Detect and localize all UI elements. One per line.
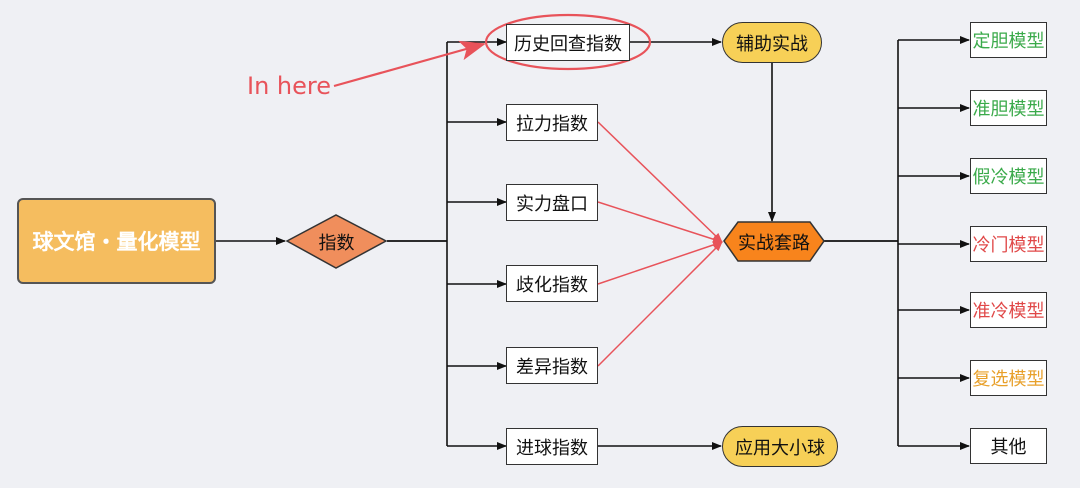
index-node-divergence[interactable]: 歧化指数 <box>506 265 598 302</box>
model-label: 假冷模型 <box>972 167 1045 188</box>
aux-combat-node[interactable]: 辅助实战 <box>722 22 822 63</box>
root-label: 球文馆・量化模型 <box>32 230 201 254</box>
edge-red-idx5 <box>597 241 723 367</box>
root-node[interactable]: 球文馆・量化模型 <box>17 198 216 284</box>
model-node-6[interactable]: 复选模型 <box>970 360 1047 396</box>
index-node-goals[interactable]: 进球指数 <box>506 428 598 465</box>
model-node-5[interactable]: 准冷模型 <box>970 292 1047 328</box>
highlight-ellipse <box>484 13 652 71</box>
center-diamond <box>285 214 388 269</box>
index-label: 差异指数 <box>516 356 588 378</box>
index-label: 历史回查指数 <box>514 33 622 55</box>
annotation-text: In here <box>247 72 331 100</box>
model-label: 其他 <box>990 437 1027 458</box>
index-label: 拉力指数 <box>516 113 588 135</box>
model-node-2[interactable]: 准胆模型 <box>970 90 1047 126</box>
model-label: 定胆模型 <box>972 31 1045 52</box>
model-node-7[interactable]: 其他 <box>970 428 1047 464</box>
model-label: 准冷模型 <box>972 301 1045 322</box>
model-label: 复选模型 <box>972 369 1045 390</box>
edge-red-idx3 <box>597 201 723 244</box>
aux-label: 辅助实战 <box>736 33 808 55</box>
index-node-difference[interactable]: 差异指数 <box>506 347 598 384</box>
strategy-hexagon <box>723 221 825 262</box>
edge-red-idx2 <box>597 121 723 243</box>
index-node-strength[interactable]: 实力盘口 <box>506 184 598 221</box>
model-label: 冷门模型 <box>972 235 1045 256</box>
model-label: 准胆模型 <box>972 99 1045 120</box>
model-node-4[interactable]: 冷门模型 <box>970 226 1047 262</box>
index-label: 歧化指数 <box>516 274 588 296</box>
index-node-history[interactable]: 历史回查指数 <box>506 24 630 61</box>
edge-red-idx4 <box>597 241 723 285</box>
model-node-3[interactable]: 假冷模型 <box>970 158 1047 194</box>
ballsize-label: 应用大小球 <box>735 437 825 459</box>
index-label: 实力盘口 <box>516 193 588 215</box>
index-node-pull[interactable]: 拉力指数 <box>506 104 598 141</box>
ballsize-node[interactable]: 应用大小球 <box>722 426 838 467</box>
index-label: 进球指数 <box>516 437 588 459</box>
annotation-arrow <box>333 40 486 88</box>
model-node-1[interactable]: 定胆模型 <box>970 22 1047 58</box>
